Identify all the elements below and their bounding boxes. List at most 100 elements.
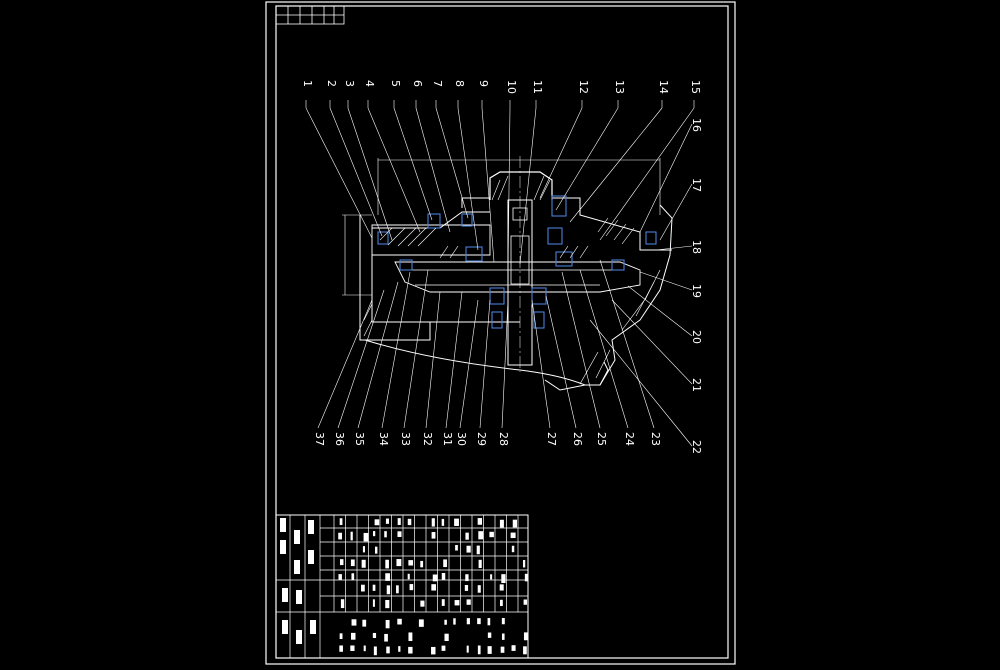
table-glyph-mark [443,559,447,568]
table-glyph-mark [372,599,375,607]
table-glyph-mark [499,584,504,591]
table-glyph-mark [407,518,412,526]
table-glyph-mark [477,645,481,655]
bottom-part-label-23: 23 [649,432,662,446]
table-glyph-mark [444,633,449,641]
table-glyph-mark [441,599,445,606]
right-part-label-17: 17 [690,178,703,192]
table-glyph-mark [386,585,391,595]
top-leader-10 [507,107,511,271]
assembly-section [342,156,673,391]
table-glyph-mark [465,574,469,582]
top-part-label-12: 12 [577,80,590,94]
table-glyph-mark [308,520,314,534]
table-glyph-mark [338,532,343,540]
table-glyph-mark [466,618,470,625]
table-glyph-mark [487,618,491,626]
table-glyph-mark [361,559,366,568]
bottom-part-label-25: 25 [595,432,608,446]
table-glyph-mark [386,646,390,654]
bottom-leader-25 [561,271,601,429]
table-glyph-mark [282,620,288,634]
table-glyph-mark [522,560,526,568]
table-glyph-mark [372,584,376,591]
bottom-leader-32 [425,291,441,429]
top-part-label-1: 1 [301,80,314,87]
bottom-leader-28 [501,299,509,429]
table-glyph-mark [490,574,493,580]
table-glyph-mark [408,560,414,566]
top-leader-4 [367,107,421,233]
table-glyph-mark [294,530,300,544]
table-glyph-mark [396,585,399,594]
table-glyph-mark [477,518,483,525]
table-glyph-mark [465,532,469,540]
table-glyph-mark [420,600,425,607]
table-glyph-mark [385,573,390,581]
table-glyph-mark [455,545,458,551]
table-glyph-mark [363,645,366,652]
top-part-label-4: 4 [363,80,376,87]
bottom-part-label-34: 34 [377,432,390,446]
table-glyph-mark [501,574,506,584]
table-glyph-mark [500,646,505,653]
parts-list-marks [280,518,529,656]
bottom-leader-33 [403,269,429,429]
table-glyph-mark [477,585,481,593]
right-part-label-20: 20 [690,330,703,344]
top-part-label-14: 14 [657,80,670,94]
table-glyph-mark [340,599,345,609]
bottom-leader-27 [531,299,551,429]
bottom-leader-31 [445,291,463,429]
drawing-frame [265,1,736,665]
bottom-part-label-37: 37 [313,432,326,446]
table-glyph-mark [523,632,529,641]
table-glyph-mark [385,619,390,629]
table-glyph-mark [280,518,286,532]
table-glyph-mark [282,588,288,602]
table-glyph-mark [294,560,300,574]
table-glyph-mark [385,518,389,524]
top-part-label-3: 3 [343,80,356,87]
table-glyph-mark [441,518,445,526]
table-glyph-mark [487,646,492,654]
table-glyph-mark [418,619,424,627]
table-glyph-mark [454,518,459,526]
table-glyph-mark [408,646,413,654]
top-leader-3 [347,107,393,241]
table-glyph-mark [523,599,528,605]
top-part-label-11: 11 [531,80,544,94]
table-glyph-mark [374,546,378,554]
table-glyph-mark [351,619,357,626]
table-glyph-mark [338,574,342,580]
top-title-strip [275,5,345,25]
table-glyph-mark [500,599,503,607]
bottom-part-label-35: 35 [353,432,366,446]
bottom-leader-24 [579,269,629,429]
table-glyph-mark [466,599,471,605]
table-glyph-mark [372,632,377,638]
right-part-label-19: 19 [690,284,703,298]
table-glyph-mark [476,545,480,555]
table-glyph-mark [487,632,492,638]
table-glyph-mark [296,590,302,604]
table-glyph-mark [409,584,414,591]
right-leader-20 [627,285,693,337]
top-leader-15 [599,107,695,241]
table-glyph-mark [444,619,447,625]
table-glyph-mark [363,532,369,542]
table-glyph-mark [501,633,505,640]
table-glyph-mark [397,518,401,525]
top-part-label-13: 13 [613,80,626,94]
top-leader-13 [555,107,619,211]
bottom-part-label-24: 24 [623,432,636,446]
table-glyph-mark [362,619,367,627]
table-glyph-mark [441,573,446,580]
table-glyph-mark [432,574,438,582]
right-leader-18 [655,245,693,251]
bottom-part-label-30: 30 [455,432,468,446]
bottom-leader-34 [381,271,411,429]
right-leader-22 [589,319,693,447]
